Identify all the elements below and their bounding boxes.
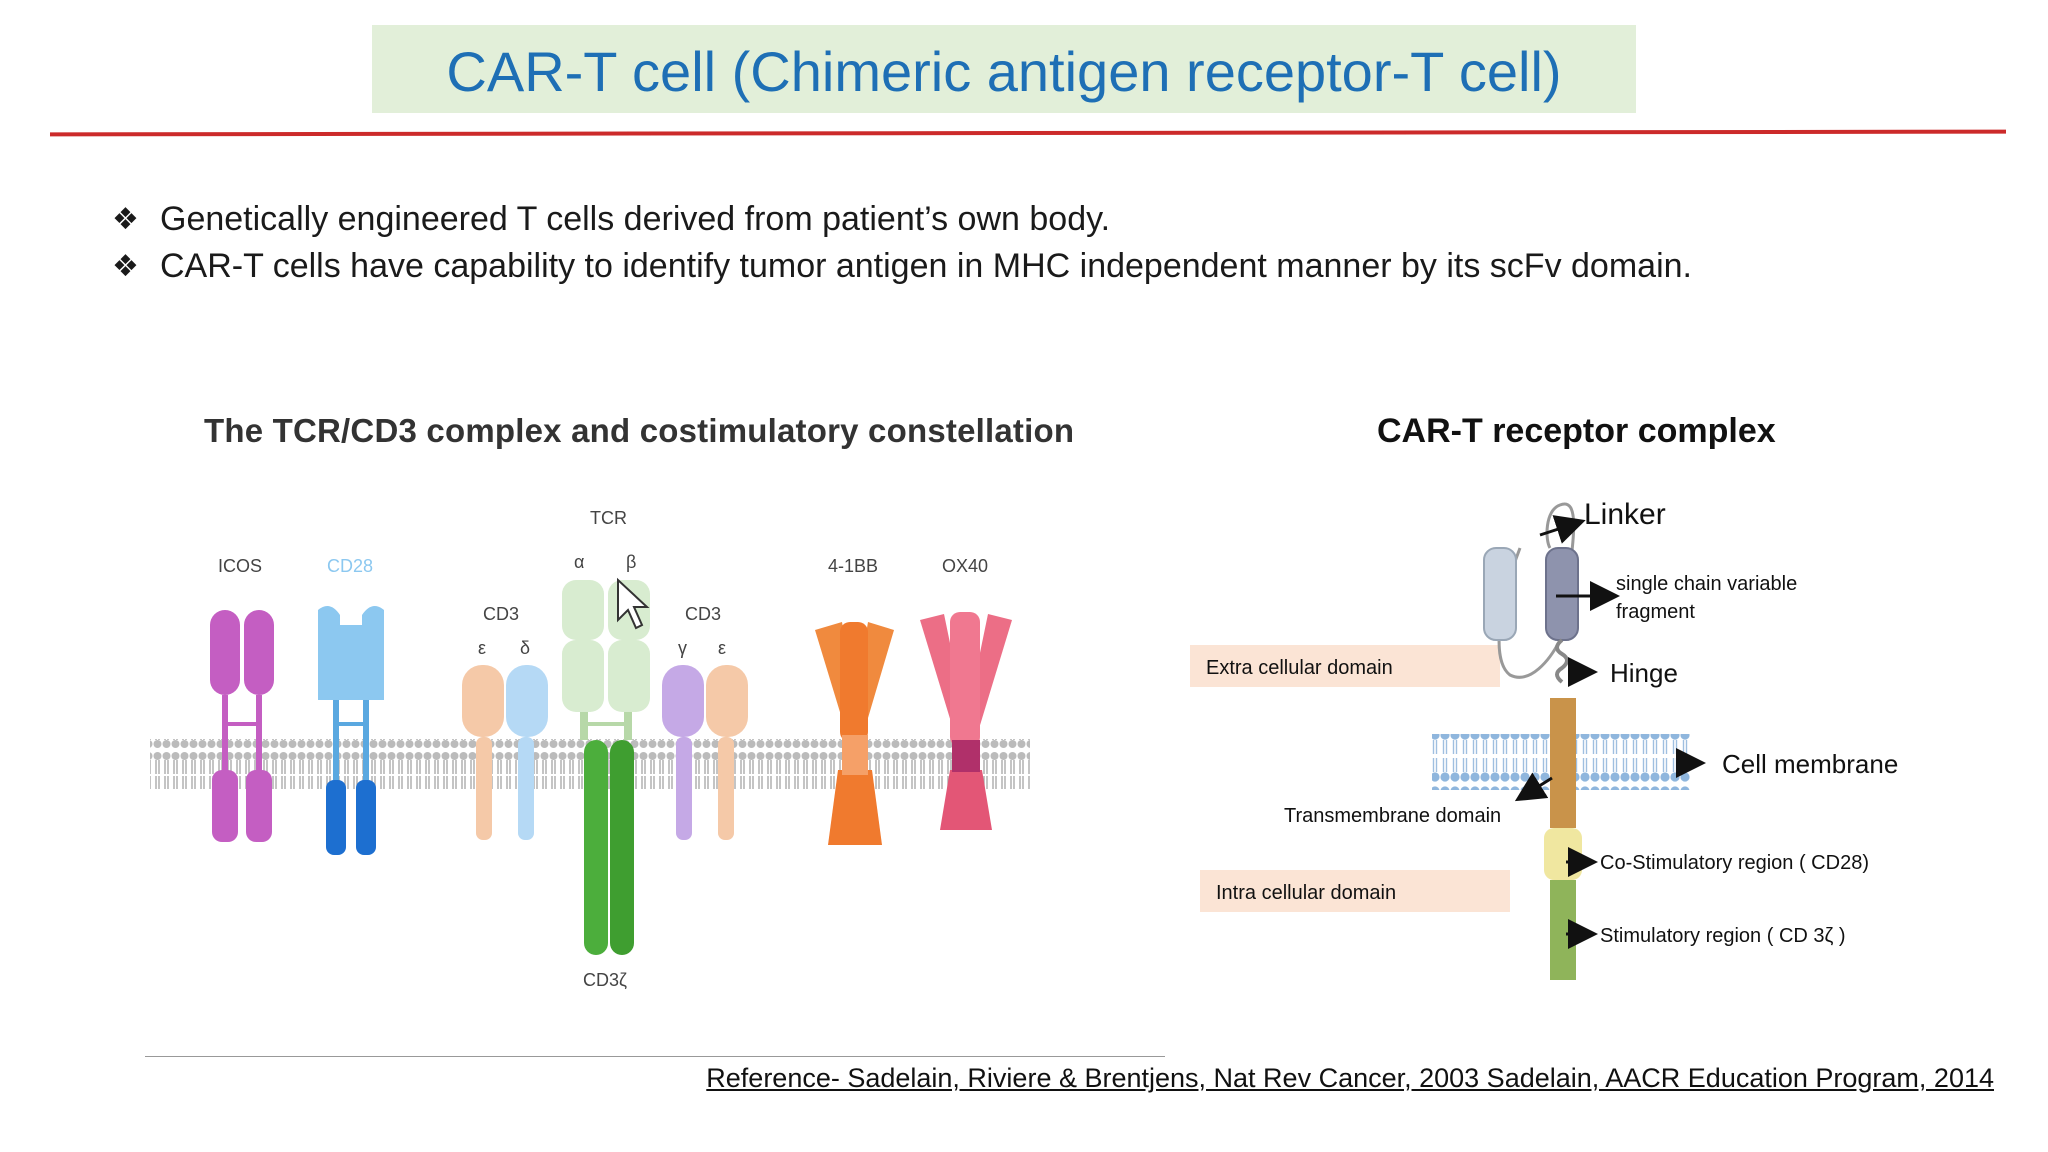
tcr-alpha-beta bbox=[562, 580, 650, 740]
diamond-bullet-icon: ❖ bbox=[112, 203, 139, 236]
stim-label: Stimulatory region ( CD 3ζ ) bbox=[1600, 925, 1846, 947]
icos-receptor bbox=[210, 610, 274, 842]
reference-citation: Reference- Sadelain, Riviere & Brentjens… bbox=[706, 1063, 1994, 1093]
car-figure-heading: CAR-T receptor complex bbox=[1377, 412, 1776, 450]
label-epsilon-1: ε bbox=[478, 638, 486, 658]
cd28-receptor bbox=[318, 606, 384, 855]
label-cd3-left: CD3 bbox=[483, 604, 519, 624]
label-alpha: α bbox=[574, 552, 584, 572]
extra-domain-box bbox=[1190, 645, 1500, 687]
page-title: CAR-T cell (Chimeric antigen receptor-T … bbox=[446, 40, 1562, 103]
scfv-heavy bbox=[1545, 547, 1579, 641]
ox40-receptor bbox=[920, 612, 1012, 830]
transmembrane-label: Transmembrane domain bbox=[1284, 805, 1501, 827]
scfv-light bbox=[1483, 547, 1517, 641]
label-cd28: CD28 bbox=[327, 556, 373, 576]
label-gamma: γ bbox=[678, 638, 687, 658]
cd3-gamma-epsilon bbox=[662, 665, 748, 840]
cd3z-region bbox=[1550, 880, 1576, 980]
title-banner: CAR-T cell (Chimeric antigen receptor-T … bbox=[372, 25, 1636, 113]
label-beta: β bbox=[626, 552, 636, 572]
label-ox40: OX40 bbox=[942, 556, 988, 576]
label-4-1bb: 4-1BB bbox=[828, 556, 878, 576]
label-cd3-right: CD3 bbox=[685, 604, 721, 624]
scfv-label-2: fragment bbox=[1616, 601, 1695, 623]
bullet-item: ❖ CAR-T cells have capability to identif… bbox=[112, 243, 1692, 290]
extra-domain-label: Extra cellular domain bbox=[1206, 657, 1393, 679]
linker-label: Linker bbox=[1584, 498, 1666, 531]
label-tcr: TCR bbox=[590, 508, 627, 528]
costim-label: Co-Stimulatory region ( CD28) bbox=[1600, 852, 1869, 874]
transmembrane bbox=[1550, 698, 1576, 828]
hinge bbox=[1555, 638, 1569, 684]
diamond-bullet-icon: ❖ bbox=[112, 250, 139, 283]
bullet-list: ❖ Genetically engineered T cells derived… bbox=[112, 196, 1692, 290]
intra-domain-box bbox=[1200, 870, 1510, 912]
cd3-epsilon-delta bbox=[462, 665, 548, 840]
intra-domain-label: Intra cellular domain bbox=[1216, 882, 1396, 904]
bullet-text: Genetically engineered T cells derived f… bbox=[160, 200, 1111, 238]
cd3-zeta bbox=[584, 740, 634, 955]
four-1bb-receptor bbox=[815, 622, 894, 845]
bullet-item: ❖ Genetically engineered T cells derived… bbox=[112, 196, 1692, 243]
label-delta: δ bbox=[520, 638, 530, 658]
label-epsilon-2: ε bbox=[718, 638, 726, 658]
costim-region bbox=[1544, 828, 1582, 880]
reference-divider bbox=[145, 1056, 1165, 1057]
scfv-label-1: single chain variable bbox=[1616, 573, 1797, 595]
arrow-transmembrane bbox=[1514, 772, 1553, 802]
bullet-text: CAR-T cells have capability to identify … bbox=[160, 247, 1692, 285]
label-icos: ICOS bbox=[218, 556, 262, 576]
tcr-figure-heading: The TCR/CD3 complex and costimulatory co… bbox=[204, 412, 1075, 449]
membrane-label: Cell membrane bbox=[1722, 749, 1898, 779]
label-cd3-zeta: CD3ζ bbox=[583, 970, 627, 990]
arrow-linker bbox=[1539, 515, 1586, 544]
hinge-label: Hinge bbox=[1610, 658, 1678, 688]
mouse-cursor-icon bbox=[617, 577, 650, 630]
